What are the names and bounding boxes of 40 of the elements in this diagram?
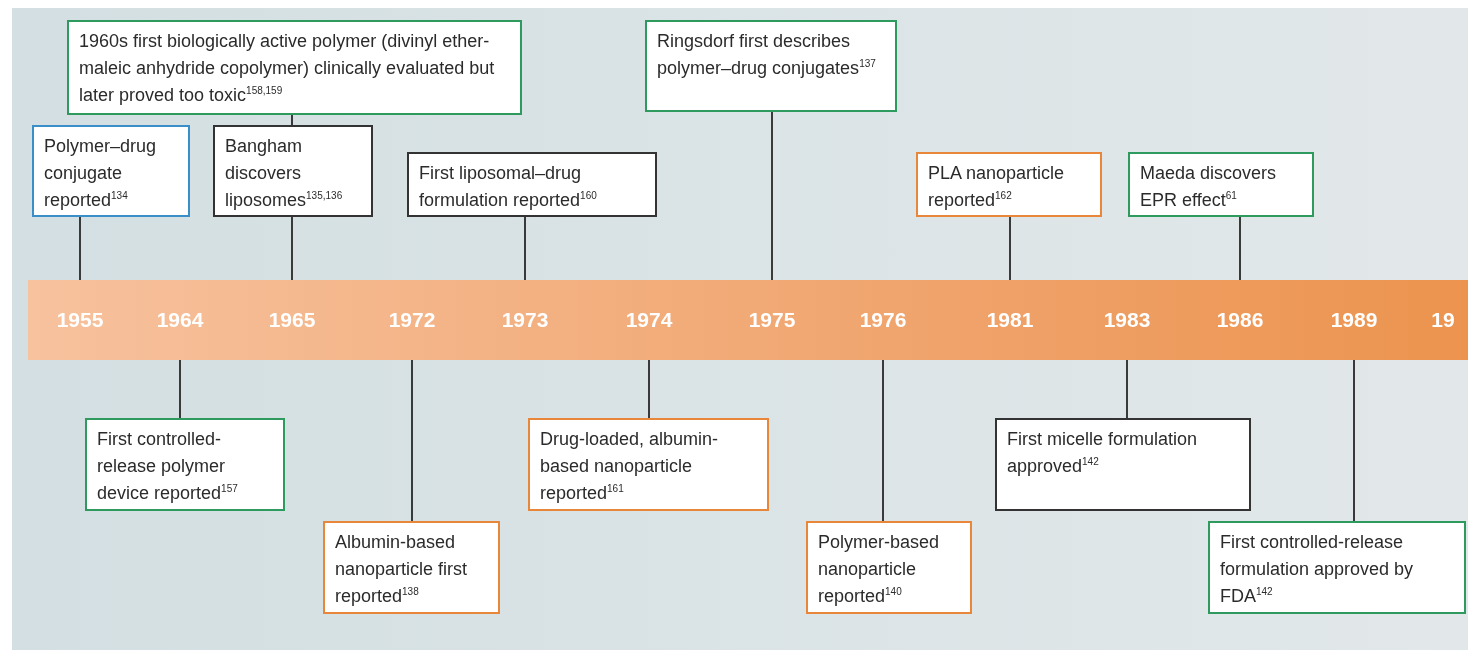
event-box: 1960s first biologically active polymer (divinyl ether-maleic anhydride copolymer) clinically evaluated but later proved too toxic$^{158,159}$: [67, 20, 522, 115]
year-label: 1965: [268, 308, 316, 332]
event-box: First liposomal–drug formulation reported$^{160}$: [407, 152, 657, 217]
year-label: 1976: [859, 308, 907, 332]
event-box: Maeda discovers EPR effect$^{61}$: [1128, 152, 1314, 217]
event-box: Albumin-based nanoparticle first reported$^{138}$: [323, 521, 500, 614]
connector-line: [291, 216, 293, 281]
connector-line: [1126, 359, 1128, 419]
year-label: 1981: [986, 308, 1034, 332]
event-box: First micelle formulation approved$^{142}$: [995, 418, 1251, 511]
connector-line: [882, 359, 884, 522]
connector-line: [411, 359, 413, 522]
year-label: 1975: [748, 308, 796, 332]
year-label: 1986: [1216, 308, 1264, 332]
year-label: 1955: [56, 308, 104, 332]
year-label: 1983: [1103, 308, 1151, 332]
event-box: First controlled-release formulation approved by FDA$^{142}$: [1208, 521, 1466, 614]
event-box: PLA nanoparticle reported$^{162}$: [916, 152, 1102, 217]
connector-line: [179, 359, 181, 419]
event-box: Bangham discovers liposomes$^{135,136}$: [213, 125, 373, 217]
year-label: 1972: [388, 308, 436, 332]
year-label: 1973: [501, 308, 549, 332]
timeline-bar: [28, 280, 1468, 360]
connector-line: [79, 216, 81, 281]
year-label: 1989: [1330, 308, 1378, 332]
event-box: Drug-loaded, albumin-based nanoparticle reported$^{161}$: [528, 418, 769, 511]
event-box: Polymer-based nanoparticle reported$^{140}$: [806, 521, 972, 614]
event-box: First controlled-release polymer device reported$^{157}$: [85, 418, 285, 511]
connector-line: [771, 111, 773, 281]
connector-line: [1353, 359, 1355, 522]
connector-line: [524, 216, 526, 281]
year-label: 1974: [625, 308, 673, 332]
year-label: 19: [1431, 308, 1455, 332]
connector-line: [1239, 216, 1241, 281]
event-box: Polymer–drug conjugate reported$^{134}$: [32, 125, 190, 217]
connector-line: [291, 114, 293, 126]
event-box: Ringsdorf first describes polymer–drug conjugates$^{137}$: [645, 20, 897, 112]
connector-line: [648, 359, 650, 419]
year-label: 1964: [156, 308, 204, 332]
connector-line: [1009, 216, 1011, 281]
